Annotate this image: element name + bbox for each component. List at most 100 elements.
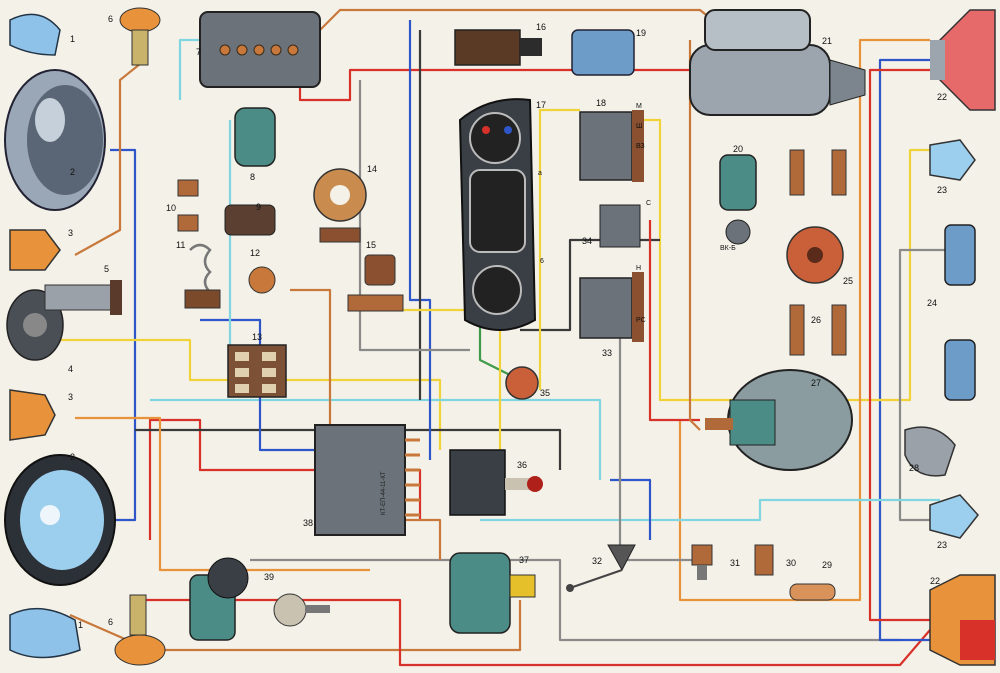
label-18: 18 xyxy=(596,98,606,108)
spark-plugs xyxy=(789,304,847,356)
ignition-switch xyxy=(449,449,543,516)
wire-gray-mid xyxy=(358,80,470,352)
wire-brown-bottom xyxy=(69,600,522,652)
heater-switch xyxy=(347,254,404,312)
fuel-gauge-sensor xyxy=(566,544,636,592)
wire-red-bottom xyxy=(140,598,931,667)
oil-pressure-sensor xyxy=(754,544,774,576)
label-6-top: 6 xyxy=(108,14,113,24)
label-13: 13 xyxy=(252,332,262,342)
gauge-tag-6: 6 xyxy=(540,258,544,265)
control-unit xyxy=(314,424,420,536)
label-11: 11 xyxy=(176,240,185,250)
wire-red-right xyxy=(868,68,930,622)
label-19: 19 xyxy=(636,28,646,38)
label-12: 12 xyxy=(250,248,260,258)
label-25: 25 xyxy=(843,276,853,286)
marker-lamp-top xyxy=(929,139,976,181)
central-switch xyxy=(454,29,542,66)
label-24: 24 xyxy=(927,298,937,308)
label-7: 7 xyxy=(196,47,201,57)
label-34: 34 xyxy=(582,236,592,246)
label-31: 31 xyxy=(730,558,740,568)
bulb-top xyxy=(119,7,161,66)
relay33-terminal-rs: РС xyxy=(636,317,646,324)
label-32: 32 xyxy=(592,556,602,566)
wire-brown-top xyxy=(319,8,711,31)
label-15: 15 xyxy=(366,240,376,250)
wire-cyan-left xyxy=(150,398,602,480)
fuel-sensors xyxy=(177,179,199,232)
label-22-top: 22 xyxy=(937,92,947,102)
spark-plugs-top xyxy=(789,149,847,196)
label-17: 17 xyxy=(536,100,546,110)
side-lamp-bottom xyxy=(9,607,81,659)
terminal-tags: M Ш ВЗ С Н РС ВК-Б КТ-ЕП-44-11-КТ 6 а xyxy=(381,103,736,515)
battery xyxy=(199,11,321,88)
distributor xyxy=(786,226,844,284)
wire-gray-bottom xyxy=(250,558,900,642)
label-9: 9 xyxy=(256,202,261,212)
washer-switch xyxy=(224,204,276,236)
wire-yellow-mid xyxy=(538,108,580,390)
reg-terminal-vz: ВЗ xyxy=(636,143,645,150)
combination-switch xyxy=(449,552,536,634)
relay33-terminal-k: Н xyxy=(636,265,641,272)
label-1-bottom: 1 xyxy=(78,620,83,630)
wire-red-mid xyxy=(648,220,700,422)
label-5: 5 xyxy=(104,264,109,274)
label-3-top: 3 xyxy=(68,228,73,238)
relay-terminal-c: С xyxy=(646,200,651,207)
plate-lamp xyxy=(944,224,976,401)
label-1-top: 1 xyxy=(70,34,75,44)
label-21: 21 xyxy=(822,36,832,46)
label-39: 39 xyxy=(264,572,274,582)
label-4: 4 xyxy=(68,364,73,374)
generator xyxy=(705,369,853,471)
label-3-bottom: 3 xyxy=(68,392,73,402)
turn-lamp-mid xyxy=(9,389,56,441)
starter-relay xyxy=(571,29,635,76)
label-2-bottom: 2 xyxy=(70,452,75,462)
stop-switch xyxy=(691,544,713,580)
heater-knob xyxy=(273,593,330,627)
label-23-bottom: 23 xyxy=(937,540,947,550)
label-22-bottom: 22 xyxy=(930,576,940,586)
voltage-regulator xyxy=(579,110,644,182)
wire-blue-right xyxy=(878,58,930,642)
horn-relay-2 xyxy=(599,204,641,248)
turn-relay xyxy=(579,272,644,342)
control-unit-label: КТ-ЕП-44-11-КТ xyxy=(381,471,387,515)
wire-orange-right xyxy=(678,38,930,602)
label-28: 28 xyxy=(909,463,919,473)
wire-orange-left xyxy=(75,416,370,572)
label-36: 36 xyxy=(517,460,527,470)
label-23-top: 23 xyxy=(937,185,947,195)
ignition-coil xyxy=(719,154,757,245)
wire-yellow-left xyxy=(60,338,442,450)
label-29: 29 xyxy=(822,560,832,570)
light-switch xyxy=(313,168,367,243)
rear-lamp-bottom xyxy=(929,574,996,666)
label-8: 8 xyxy=(250,172,255,182)
wire-red-left xyxy=(148,418,422,540)
marker-lamp-bottom xyxy=(929,494,979,539)
temp-sensor xyxy=(789,583,836,601)
rear-lamp-top xyxy=(930,9,996,111)
label-14: 14 xyxy=(367,164,377,174)
wire-blue-low xyxy=(610,478,652,540)
fuse-box xyxy=(227,344,287,398)
wire-gray-right xyxy=(898,248,960,522)
wiper-motor xyxy=(234,107,276,167)
headlight-top xyxy=(4,69,106,211)
brake-switch xyxy=(184,243,221,309)
wire-black-left xyxy=(135,428,562,470)
label-38: 38 xyxy=(303,518,313,528)
number-labels: 1 2 3 4 5 6 3 2 1 6 7 8 9 10 11 12 13 14… xyxy=(68,14,947,630)
turn-lamp-top xyxy=(9,229,61,271)
headlight-bottom xyxy=(4,454,116,586)
reverse-lamp xyxy=(904,426,956,477)
starter xyxy=(689,9,866,116)
wire-blue-left xyxy=(110,148,137,522)
